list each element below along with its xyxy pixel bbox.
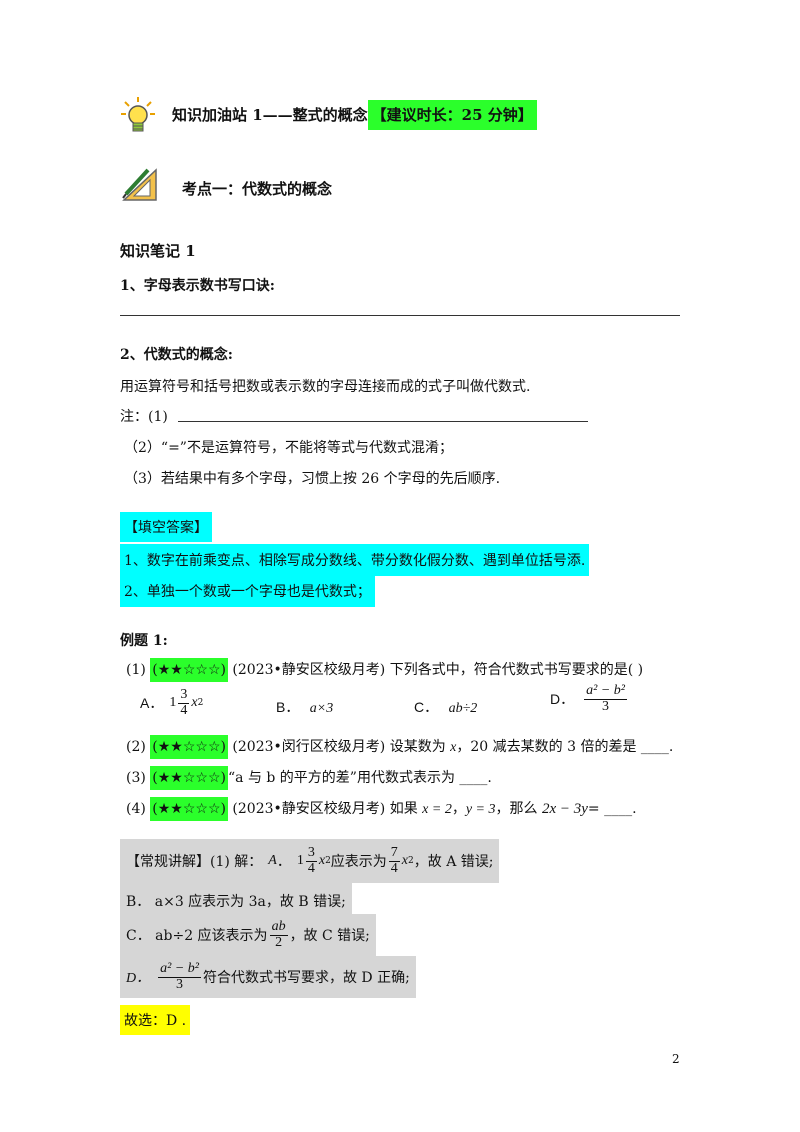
question-4-eq2: y = 3 bbox=[465, 802, 496, 817]
note-label: 注：(1) bbox=[120, 409, 168, 425]
lightbulb-icon bbox=[120, 96, 156, 136]
answers-label: 【填空答案】 bbox=[120, 512, 212, 542]
question-1-number: (1) bbox=[126, 662, 146, 678]
solution-d-denominator: 3 bbox=[176, 976, 184, 992]
question-2-text-a: (2023•闵行区校级月考) 设某数为 bbox=[227, 739, 446, 755]
title-text: 知识加油站 1——整式的概念 bbox=[172, 106, 368, 124]
solution-c-numerator: ab bbox=[269, 918, 288, 936]
blank-line-1 bbox=[120, 315, 680, 316]
ruler-pencil-icon bbox=[120, 164, 160, 204]
solution-line-4: D． a² − b² 3 符合代数式书写要求，故 D 正确; bbox=[120, 956, 416, 998]
notes-item-1: 1、字母表示数书写口诀: bbox=[120, 278, 275, 294]
solution-d-label: D． bbox=[126, 971, 151, 986]
question-2-var: x bbox=[450, 740, 457, 755]
option-a-var: x bbox=[191, 695, 198, 711]
page-number: 2 bbox=[672, 1052, 680, 1066]
solution-d-fraction: a² − b² 3 bbox=[158, 960, 201, 992]
solution-c-text: C． ab÷2 应该表示为 bbox=[126, 928, 268, 944]
option-c-label: C． bbox=[414, 699, 439, 715]
blank-line-2 bbox=[178, 421, 588, 422]
notes-heading: 知识笔记 1 bbox=[120, 242, 196, 260]
option-d-fraction: a² − b² 3 bbox=[584, 683, 627, 714]
solution-d-end: 符合代数式书写要求，故 D 正确; bbox=[202, 970, 410, 986]
question-1: (1) (★★☆☆☆) (2023•静安区校级月考) 下列各式中，符合代数式书写… bbox=[126, 658, 644, 682]
solution-a-fraction-2: 7 4 bbox=[388, 844, 400, 876]
solution-c-denominator: 2 bbox=[275, 934, 283, 950]
time-tag: 【建议时长：25 分钟】 bbox=[367, 100, 537, 130]
question-4-eq1: x = 2 bbox=[422, 802, 452, 817]
definition-text: 用运算符号和括号把数或表示数的字母连接而成的式子叫做代数式. bbox=[120, 379, 531, 395]
question-3-number: (3) bbox=[126, 770, 146, 786]
section-title: 考点一：代数式的概念 bbox=[182, 180, 333, 198]
solution-a-letter: A bbox=[268, 853, 277, 868]
option-d-denominator: 3 bbox=[602, 698, 610, 714]
option-d-label: D． bbox=[550, 691, 575, 708]
question-2: (2) (★★☆☆☆) (2023•闵行区校级月考) 设某数为 x，20 减去某… bbox=[126, 735, 674, 759]
question-4: (4) (★★☆☆☆) (2023•静安区校级月考) 如果 x = 2，y = … bbox=[126, 797, 637, 821]
option-a-denominator: 4 bbox=[180, 702, 188, 718]
solution-a-denominator: 4 bbox=[307, 860, 315, 876]
question-4-text-b: ，那么 bbox=[495, 801, 538, 817]
solution-c-fraction: ab 2 bbox=[269, 918, 288, 950]
option-b-label: B． bbox=[276, 699, 300, 715]
notes-item-2: 2、代数式的概念: bbox=[120, 347, 233, 363]
question-4-expr: 2x − 3y bbox=[541, 801, 588, 817]
solution-a-numerator: 3 bbox=[305, 844, 317, 862]
solution-line-3: C． ab÷2 应该表示为 ab 2 ，故 C 错误; bbox=[120, 914, 376, 956]
difficulty-stars: (★★☆☆☆) bbox=[150, 797, 228, 821]
option-d: D． a² − b² 3 bbox=[550, 683, 629, 714]
solution-a-mid: 应表示为 bbox=[330, 854, 387, 870]
answer-2: 2、单独一个数或一个字母也是代数式； bbox=[120, 575, 375, 607]
option-c-expr: ab÷2 bbox=[448, 701, 478, 716]
solution-line-2: B． a×3 应表示为 3a，故 B 错误; bbox=[120, 883, 352, 919]
option-a-whole: 1 bbox=[169, 695, 177, 711]
question-3-text: “a 与 b 的平方的差”用代数式表示为 ____. bbox=[227, 770, 492, 786]
question-1-text: (2023•静安区校级月考) 下列各式中，符合代数式书写要求的是( ) bbox=[227, 662, 644, 678]
solution-intro: 【常规讲解】(1) 解： bbox=[126, 854, 263, 870]
option-a-numerator: 3 bbox=[178, 687, 190, 704]
option-c: C． ab÷2 bbox=[414, 697, 477, 717]
example-heading: 例题 1: bbox=[120, 633, 168, 649]
option-b: B． a×3 bbox=[276, 697, 333, 717]
question-2-text-b: ，20 减去某数的 3 倍的差是 ____. bbox=[456, 739, 674, 755]
question-2-number: (2) bbox=[126, 739, 146, 755]
solution-d-numerator: a² − b² bbox=[158, 960, 201, 978]
solution-a-numerator-2: 7 bbox=[388, 844, 400, 862]
question-4-text-c: = ____. bbox=[587, 801, 637, 817]
solution-a-fraction: 3 4 bbox=[305, 844, 317, 876]
page-title: 知识加油站 1——整式的概念【建议时长：25 分钟】 bbox=[172, 100, 537, 130]
solution-c-end: ，故 C 错误; bbox=[289, 928, 370, 944]
difficulty-stars: (★★☆☆☆) bbox=[150, 735, 228, 759]
solution-a-denominator-2: 4 bbox=[390, 860, 398, 876]
answer-1: 1、数字在前乘变点、相除写成分数线、带分数化假分数、遇到单位括号添. bbox=[120, 544, 590, 576]
difficulty-stars: (★★☆☆☆) bbox=[150, 658, 228, 682]
solution-a-end: ，故 A 错误; bbox=[413, 854, 494, 870]
solution-choice: 故选：D . bbox=[120, 1005, 191, 1035]
note-2: （2）“=”不是运算符号，不能将等式与代数式混淆； bbox=[124, 440, 453, 456]
option-d-numerator: a² − b² bbox=[584, 683, 627, 700]
option-a-fraction: 3 4 bbox=[178, 687, 190, 718]
option-a-label: A． bbox=[140, 695, 164, 712]
question-4-text-a: (2023•静安区校级月考) 如果 bbox=[227, 801, 418, 817]
question-3: (3) (★★☆☆☆)“a 与 b 的平方的差”用代数式表示为 ____. bbox=[126, 766, 492, 790]
option-b-expr: a×3 bbox=[309, 701, 334, 716]
question-4-number: (4) bbox=[126, 801, 146, 817]
solution-a-dot: ． bbox=[276, 854, 291, 870]
question-4-sep: ， bbox=[451, 801, 466, 817]
solution-a-whole: 1 bbox=[296, 853, 304, 868]
note-3: （3）若结果中有多个字母，习惯上按 26 个字母的先后顺序. bbox=[124, 471, 501, 487]
difficulty-stars: (★★☆☆☆) bbox=[150, 766, 228, 790]
